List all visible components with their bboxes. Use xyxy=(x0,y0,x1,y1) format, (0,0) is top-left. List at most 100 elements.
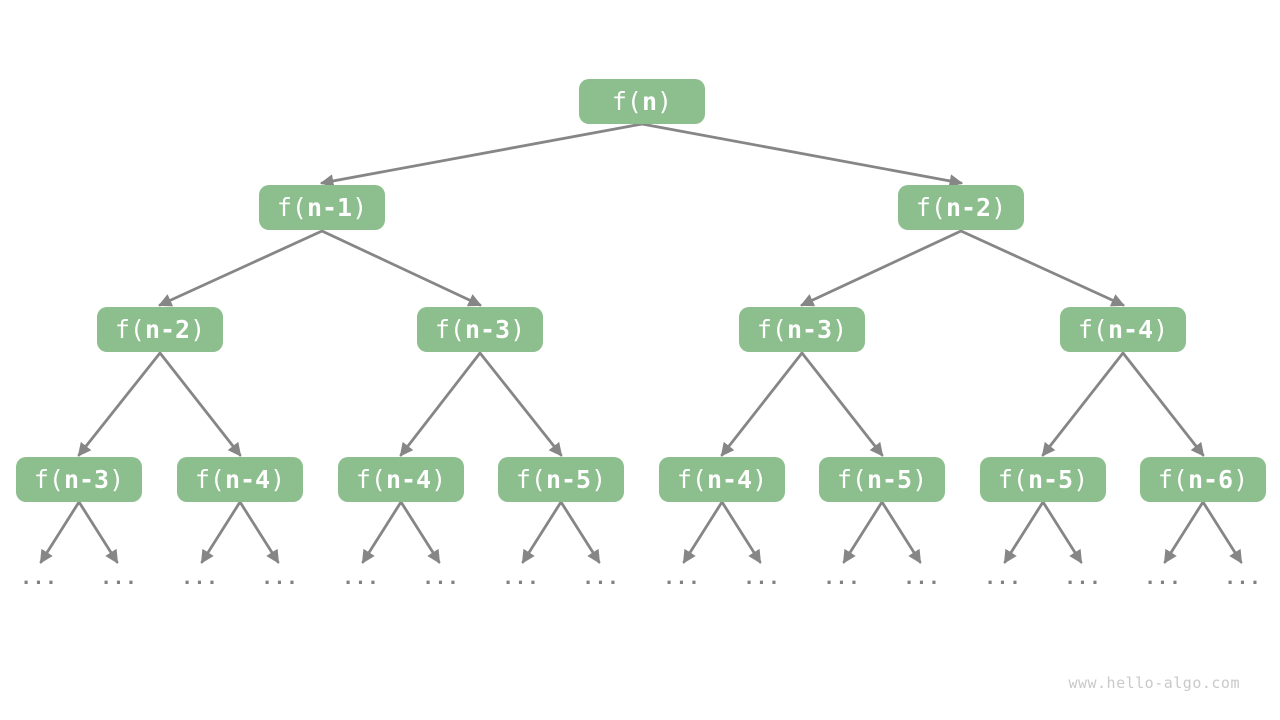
tree-node-f-n-4: f(n-4) xyxy=(177,457,303,502)
ellipsis: ... xyxy=(1144,567,1182,589)
tree-node-f-n-5: f(n-5) xyxy=(819,457,945,502)
node-label-var: n-4 xyxy=(706,465,753,494)
edge-arrow xyxy=(399,500,441,564)
edge-arrow xyxy=(478,351,563,457)
edge-arrow xyxy=(158,351,242,457)
edge-arrow xyxy=(1041,500,1083,564)
node-label-suffix: ) xyxy=(1233,465,1249,494)
ellipsis: ... xyxy=(502,567,540,589)
edge-arrow xyxy=(559,500,601,564)
tree-node-f-n-5: f(n-5) xyxy=(498,457,624,502)
edge-arrow xyxy=(800,229,963,307)
node-label-var: n-3 xyxy=(464,315,511,344)
node-label-var: n-4 xyxy=(1107,315,1154,344)
node-label-suffix: ) xyxy=(510,315,526,344)
ellipsis: ... xyxy=(342,567,380,589)
ellipsis: ... xyxy=(261,567,299,589)
node-label-prefix: f( xyxy=(756,315,787,344)
edge-arrow xyxy=(800,351,884,457)
ellipsis: ... xyxy=(823,567,861,589)
node-label-prefix: f( xyxy=(997,465,1028,494)
edge-arrow xyxy=(521,500,563,564)
node-label-prefix: f( xyxy=(515,465,546,494)
edge-arrow xyxy=(39,500,81,564)
node-label-suffix: ) xyxy=(352,193,368,222)
node-label-suffix: ) xyxy=(190,315,206,344)
node-label-suffix: ) xyxy=(832,315,848,344)
node-label-var: n-2 xyxy=(945,193,992,222)
ellipsis: ... xyxy=(903,567,941,589)
ellipsis: ... xyxy=(100,567,138,589)
tree-node-f-n-5: f(n-5) xyxy=(980,457,1106,502)
ellipsis: ... xyxy=(422,567,460,589)
node-label-var: n-3 xyxy=(786,315,833,344)
ellipsis: ... xyxy=(1224,567,1262,589)
node-label-var: n-3 xyxy=(63,465,110,494)
edge-arrow xyxy=(720,351,804,457)
node-label-var: n xyxy=(641,87,658,116)
tree-node-f-n-3: f(n-3) xyxy=(417,307,543,352)
node-label-suffix: ) xyxy=(752,465,768,494)
node-label-suffix: ) xyxy=(657,87,673,116)
node-label-prefix: f( xyxy=(33,465,64,494)
node-label-suffix: ) xyxy=(270,465,286,494)
tree-node-f-n-1: f(n-1) xyxy=(259,185,385,230)
edge-arrow xyxy=(361,500,403,564)
edge-arrow xyxy=(320,229,482,307)
edge-arrow xyxy=(1121,351,1205,457)
node-label-var: n-6 xyxy=(1187,465,1234,494)
node-label-var: n-1 xyxy=(306,193,353,222)
edge-arrow xyxy=(200,500,242,564)
ellipsis: ... xyxy=(1064,567,1102,589)
ellipsis: ... xyxy=(743,567,781,589)
edge-arrow xyxy=(77,351,162,457)
node-label-suffix: ) xyxy=(912,465,928,494)
tree-node-f-n: f(n) xyxy=(579,79,705,124)
ellipsis: ... xyxy=(20,567,58,589)
ellipsis: ... xyxy=(582,567,620,589)
tree-node-f-n-6: f(n-6) xyxy=(1140,457,1266,502)
ellipsis: ... xyxy=(984,567,1022,589)
tree-node-f-n-2: f(n-2) xyxy=(898,185,1024,230)
edge-arrow xyxy=(320,122,644,188)
tree-node-f-n-4: f(n-4) xyxy=(338,457,464,502)
edge-arrow xyxy=(1041,351,1125,457)
node-label-prefix: f( xyxy=(194,465,225,494)
edge-arrow xyxy=(1201,500,1243,564)
node-label-prefix: f( xyxy=(611,87,642,116)
edge-arrow xyxy=(959,229,1125,307)
node-label-prefix: f( xyxy=(276,193,307,222)
node-label-prefix: f( xyxy=(836,465,867,494)
ellipsis: ... xyxy=(181,567,219,589)
edge-arrow xyxy=(1003,500,1045,564)
edge-arrow xyxy=(77,500,119,564)
tree-node-f-n-4: f(n-4) xyxy=(659,457,785,502)
node-label-prefix: f( xyxy=(1077,315,1108,344)
node-label-suffix: ) xyxy=(431,465,447,494)
node-label-suffix: ) xyxy=(591,465,607,494)
edge-arrow xyxy=(399,351,482,457)
tree-node-f-n-3: f(n-3) xyxy=(739,307,865,352)
edge-arrow xyxy=(640,122,963,188)
node-label-prefix: f( xyxy=(1157,465,1188,494)
node-label-var: n-5 xyxy=(1027,465,1074,494)
node-label-var: n-4 xyxy=(385,465,432,494)
node-label-prefix: f( xyxy=(434,315,465,344)
watermark-text: www.hello-algo.com xyxy=(1068,674,1240,692)
node-label-prefix: f( xyxy=(676,465,707,494)
node-label-prefix: f( xyxy=(355,465,386,494)
edge-arrow xyxy=(880,500,922,564)
edge-arrow xyxy=(720,500,762,564)
node-label-var: n-2 xyxy=(144,315,191,344)
edge-arrow xyxy=(1163,500,1205,564)
tree-node-f-n-3: f(n-3) xyxy=(16,457,142,502)
tree-node-f-n-2: f(n-2) xyxy=(97,307,223,352)
tree-node-f-n-4: f(n-4) xyxy=(1060,307,1186,352)
node-label-prefix: f( xyxy=(915,193,946,222)
edge-arrow xyxy=(238,500,280,564)
node-label-var: n-4 xyxy=(224,465,271,494)
node-label-suffix: ) xyxy=(1153,315,1169,344)
edge-arrow xyxy=(682,500,724,564)
node-label-suffix: ) xyxy=(1073,465,1089,494)
